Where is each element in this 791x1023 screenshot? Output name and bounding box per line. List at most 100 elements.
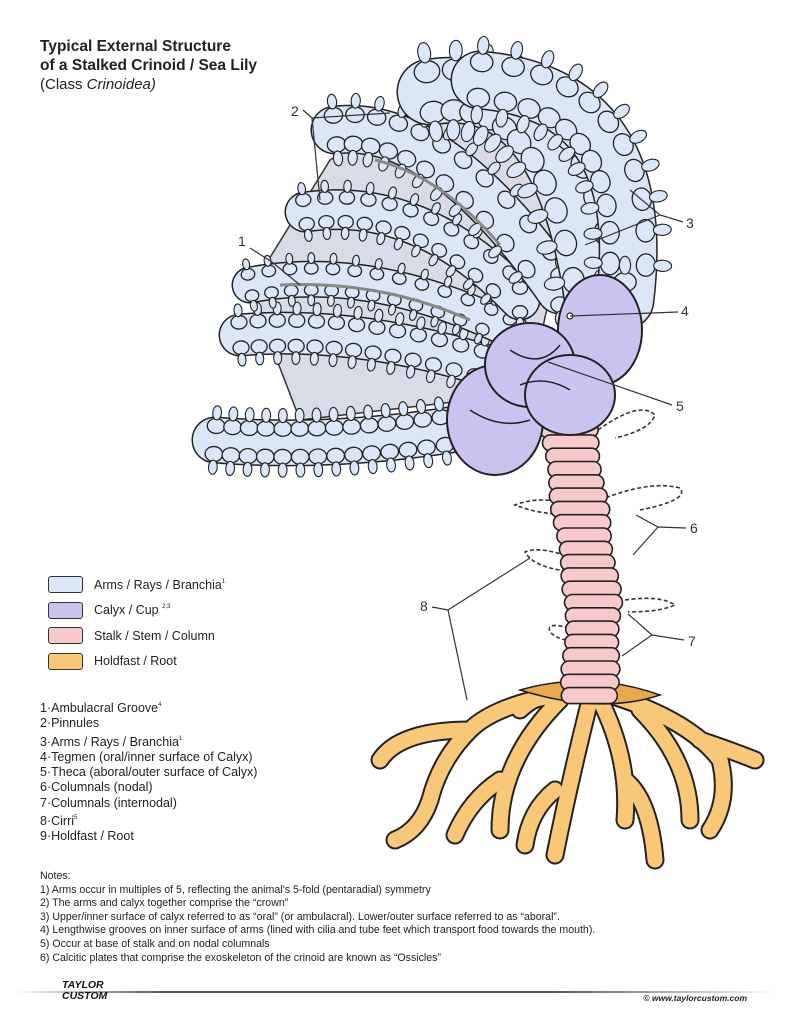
leader-line xyxy=(569,311,679,317)
pinnule xyxy=(228,406,239,422)
pinnule xyxy=(376,232,386,246)
note-item: 4) Lengthwise grooves on inner surface o… xyxy=(40,924,596,937)
pinnule xyxy=(533,123,548,142)
calyx-suture xyxy=(469,344,571,425)
arm xyxy=(218,301,522,402)
holdfast-root xyxy=(370,680,765,870)
label-7: 7 xyxy=(688,633,696,649)
title-line-1: Typical External Structure xyxy=(40,38,231,55)
pinnule xyxy=(207,459,218,475)
pinnule xyxy=(423,453,434,469)
pinnule xyxy=(448,39,463,62)
pinnule xyxy=(287,294,296,307)
arm xyxy=(284,179,541,331)
pinnule xyxy=(347,355,357,370)
pinnule xyxy=(641,158,660,172)
notes: Notes: 1) Arms occur in multiples of 5, … xyxy=(40,870,595,965)
ossicle xyxy=(342,418,362,435)
legend-item-arms: Arms / Rays / Branchia1 xyxy=(48,572,225,598)
leader-line xyxy=(621,613,685,657)
pinnule xyxy=(506,161,527,179)
pinnule xyxy=(340,226,350,241)
pinnule xyxy=(309,351,319,366)
pinnule xyxy=(543,276,566,291)
part-item: 3·Arms / Rays / Branchia1 xyxy=(40,734,183,749)
pinnule xyxy=(393,237,404,251)
pinnule xyxy=(451,323,461,336)
ossicle xyxy=(343,135,364,153)
pinnule xyxy=(366,357,376,372)
root-branch-fill xyxy=(617,772,663,868)
pinnule xyxy=(349,460,360,476)
parts-list: 1·Ambulacral Groove4 2·Pinnules 3·Arms /… xyxy=(40,698,257,845)
pinnule xyxy=(395,312,405,327)
legend-swatch xyxy=(48,576,83,594)
pinnule xyxy=(428,253,439,267)
leader-line xyxy=(249,247,301,286)
ossicle xyxy=(256,420,276,437)
pinnule xyxy=(312,302,322,317)
note-item: 5) Occur at base of stalk and on nodal c… xyxy=(40,937,270,950)
class-name: Crinoidea) xyxy=(86,76,156,93)
pinnule xyxy=(328,353,338,368)
pinnule xyxy=(653,259,673,272)
pinnule xyxy=(417,42,432,64)
legend-label: Holdfast / Root xyxy=(94,654,177,669)
cirrus xyxy=(597,409,656,439)
pinnule xyxy=(212,405,223,421)
pinnule xyxy=(386,361,396,375)
root-branch-fill xyxy=(547,692,598,863)
legend-swatch xyxy=(48,601,83,619)
pinnule xyxy=(242,461,253,477)
leader-line xyxy=(632,514,687,556)
ossicle xyxy=(268,338,287,354)
ossicle xyxy=(290,420,310,437)
ossicle xyxy=(308,448,328,465)
pinnule xyxy=(332,303,343,318)
legend-label: Stalk / Stem / Column xyxy=(94,628,215,643)
pinnule xyxy=(237,352,247,367)
pinnule xyxy=(517,182,538,199)
pinnule xyxy=(508,271,523,284)
legend-item-calyx: Calyx / Cup 2,3 xyxy=(48,598,225,624)
pinnule xyxy=(358,228,368,242)
pinnule xyxy=(285,252,294,265)
pinnule xyxy=(405,364,416,379)
label-1: 1 xyxy=(238,233,246,249)
pinnule xyxy=(452,213,463,226)
pinnule xyxy=(387,303,397,316)
ossicle xyxy=(307,420,327,437)
pinnule xyxy=(618,255,632,275)
pinnule xyxy=(583,256,603,269)
ossicle xyxy=(288,313,306,328)
pinnule xyxy=(398,401,409,417)
pinnule xyxy=(346,296,355,309)
part-item: 1·Ambulacral Groove4 xyxy=(40,701,162,715)
pinnule xyxy=(583,227,603,240)
pinnule xyxy=(404,455,415,471)
pinnule xyxy=(261,407,272,423)
pinnule xyxy=(462,278,474,290)
ossicle xyxy=(290,448,310,465)
part-item: 9·Holdfast / Root xyxy=(40,829,134,844)
pinnule xyxy=(408,309,418,321)
pinnule xyxy=(488,245,502,259)
pinnule xyxy=(326,93,338,110)
ossicle xyxy=(268,312,286,328)
pinnule xyxy=(536,240,558,255)
legend-label: Arms / Rays / Branchia1 xyxy=(94,577,226,592)
pinnule xyxy=(292,301,302,316)
pinnule xyxy=(331,461,342,477)
pinnule xyxy=(558,146,576,162)
pinnule xyxy=(353,305,363,320)
pinnule xyxy=(568,63,583,82)
label-2: 2 xyxy=(291,103,299,119)
ossicle xyxy=(511,305,529,320)
ambulacral-groove xyxy=(374,158,502,246)
ossicle xyxy=(635,218,656,243)
notes-heading: Notes: xyxy=(40,870,71,882)
pinnule xyxy=(294,407,305,424)
root-branch-fill xyxy=(692,732,763,768)
ossicle xyxy=(255,448,275,465)
